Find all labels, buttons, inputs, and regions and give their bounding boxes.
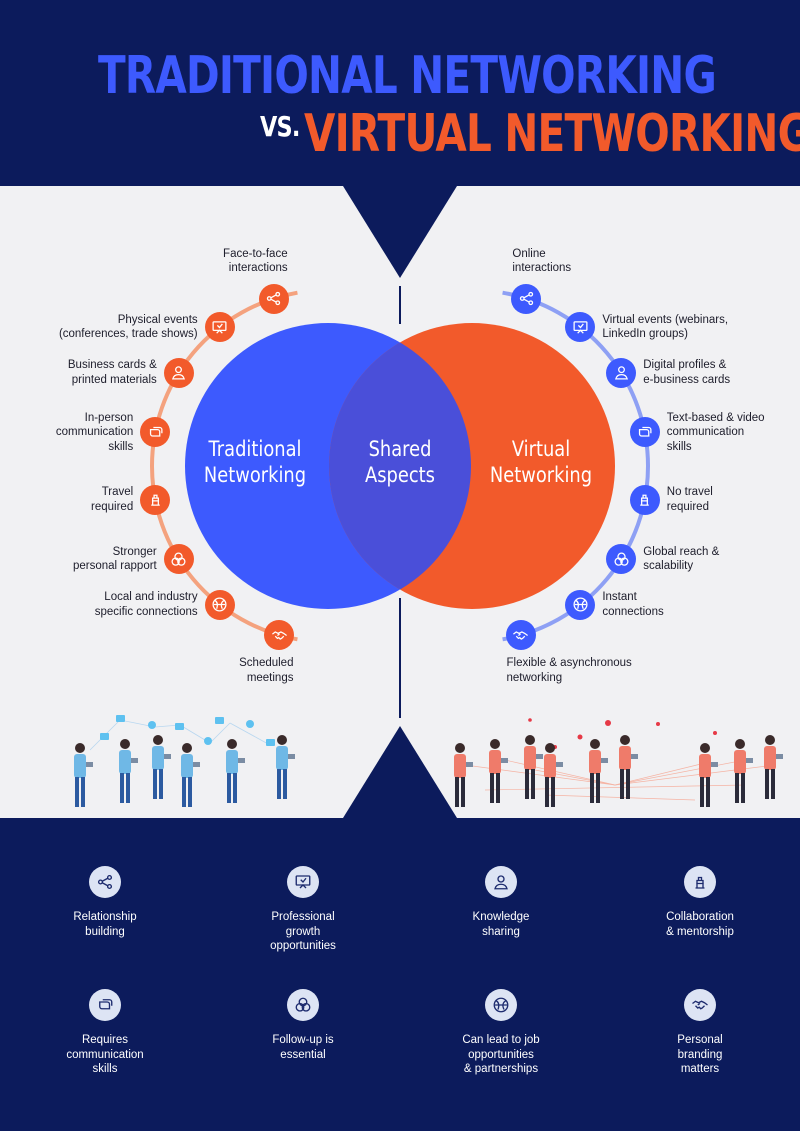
shared-aspect-label: Follow-up is essential [272, 1034, 334, 1061]
shared-handshake-icon [684, 989, 716, 1021]
person-figure [619, 735, 638, 799]
traditional-chat-icon [140, 417, 171, 448]
traditional-globe-icon [204, 589, 235, 620]
shared-aspect-label: Personal branding matters [677, 1034, 723, 1075]
shared-chat-icon [89, 989, 121, 1021]
shared-aspect-item: Follow-up is essential [228, 989, 378, 1062]
virtual-item-label: Virtual events (webinars, LinkedIn group… [602, 313, 729, 341]
virtual-user-icon [606, 357, 637, 388]
person-figure [734, 739, 753, 803]
virtual-item-label: Text-based & video communication skills [666, 411, 765, 453]
shared-aspect-label: Requires communication skills [66, 1034, 144, 1075]
person-figure [589, 739, 608, 803]
traditional-handshake-icon [264, 620, 295, 651]
person-figure [454, 743, 473, 807]
shared-aspect-label: Relationship building [73, 911, 137, 938]
virtual-item-label: No travel required [666, 486, 713, 513]
virtual-travel-icon [629, 484, 660, 515]
traditional-item-label: Local and industry specific connections [94, 591, 198, 618]
shared-aspect-item: Can lead to job opportunities & partners… [426, 989, 576, 1077]
shared-user-icon [485, 866, 517, 898]
shared-presentation-icon [287, 866, 319, 898]
traditional-circle-text: Traditional Networking [203, 437, 307, 487]
person-figure [181, 743, 200, 807]
traditional-circles-icon [163, 544, 194, 575]
venn-diagram [150, 186, 650, 818]
person-figure [544, 743, 563, 807]
shared-aspect-item: Knowledge sharing [426, 866, 576, 939]
top-notch [343, 186, 457, 278]
person-figure [764, 735, 783, 799]
person-figure [489, 739, 508, 803]
bottom-notch [343, 726, 457, 818]
shared-aspect-item: Professional growth opportunities [228, 866, 378, 954]
person-figure [524, 735, 543, 799]
shared-network-icon [89, 866, 121, 898]
traditional-item-label: In-person communication skills [55, 411, 134, 453]
traditional-item-label: Physical events (conferences, trade show… [58, 313, 198, 341]
shared-circles-icon [287, 989, 319, 1021]
title-virtual: VIRTUAL NETWORKING [304, 104, 800, 164]
virtual-item-label: Digital profiles & e-business cards [643, 359, 731, 386]
shared-aspect-item: Collaboration & mentorship [625, 866, 775, 939]
virtual-item-label: Online interactions [512, 247, 572, 275]
virtual-network-icon [511, 283, 542, 314]
traditional-user-icon [163, 357, 194, 388]
person-figure [152, 735, 171, 799]
traditional-item-label: Face-to-face interactions [223, 247, 288, 275]
shared-aspect-label: Knowledge sharing [472, 911, 530, 938]
virtual-item-label: Flexible & asynchronous networking [506, 657, 632, 684]
virtual-circle-label: Virtual Networking [486, 436, 597, 488]
person-figure [119, 739, 138, 803]
shared-aspects-section [0, 818, 800, 1131]
shared-center-text: Shared Aspects [365, 437, 435, 487]
virtual-handshake-icon [505, 620, 536, 651]
shared-center-label: Shared Aspects [347, 436, 452, 488]
shared-aspect-item: Relationship building [30, 866, 180, 939]
traditional-item-label: Business cards & printed materials [67, 359, 157, 386]
shared-aspect-label: Can lead to job opportunities & partners… [462, 1034, 540, 1075]
shared-overlap [329, 323, 471, 609]
title-vs: VS. [260, 110, 300, 143]
virtual-chat-icon [629, 417, 660, 448]
virtual-presentation-icon [565, 312, 596, 343]
shared-travel-icon [684, 866, 716, 898]
traditional-people-illustration [74, 715, 295, 807]
person-figure [276, 735, 295, 799]
virtual-people-illustration [454, 718, 783, 807]
shared-globe-icon [485, 989, 517, 1021]
header: TRADITIONAL NETWORKING VS. VIRTUAL NETWO… [0, 0, 800, 186]
shared-aspect-label: Collaboration & mentorship [666, 911, 734, 938]
virtual-circle-text: Virtual Networking [489, 437, 593, 487]
virtual-item-label: Global reach & scalability [643, 545, 720, 573]
person-figure [226, 739, 245, 803]
virtual-globe-icon [565, 589, 596, 620]
shared-aspect-label: Professional growth opportunities [270, 911, 336, 952]
shared-aspect-item: Requires communication skills [30, 989, 180, 1077]
shared-aspect-item: Personal branding matters [625, 989, 775, 1077]
virtual-circles-icon [606, 544, 637, 575]
virtual-item-label: Instant connections [602, 591, 664, 618]
traditional-network-icon [258, 283, 289, 314]
traditional-presentation-icon [204, 312, 235, 343]
traditional-item-label: Travel required [91, 486, 134, 513]
traditional-item-label: Stronger personal rapport [73, 545, 157, 573]
traditional-circle-label: Traditional Networking [200, 436, 311, 488]
person-figure [74, 743, 93, 807]
title-traditional: TRADITIONAL NETWORKING [98, 46, 717, 106]
person-figure [699, 743, 718, 807]
traditional-travel-icon [140, 484, 171, 515]
traditional-item-label: Scheduled meetings [239, 657, 294, 684]
